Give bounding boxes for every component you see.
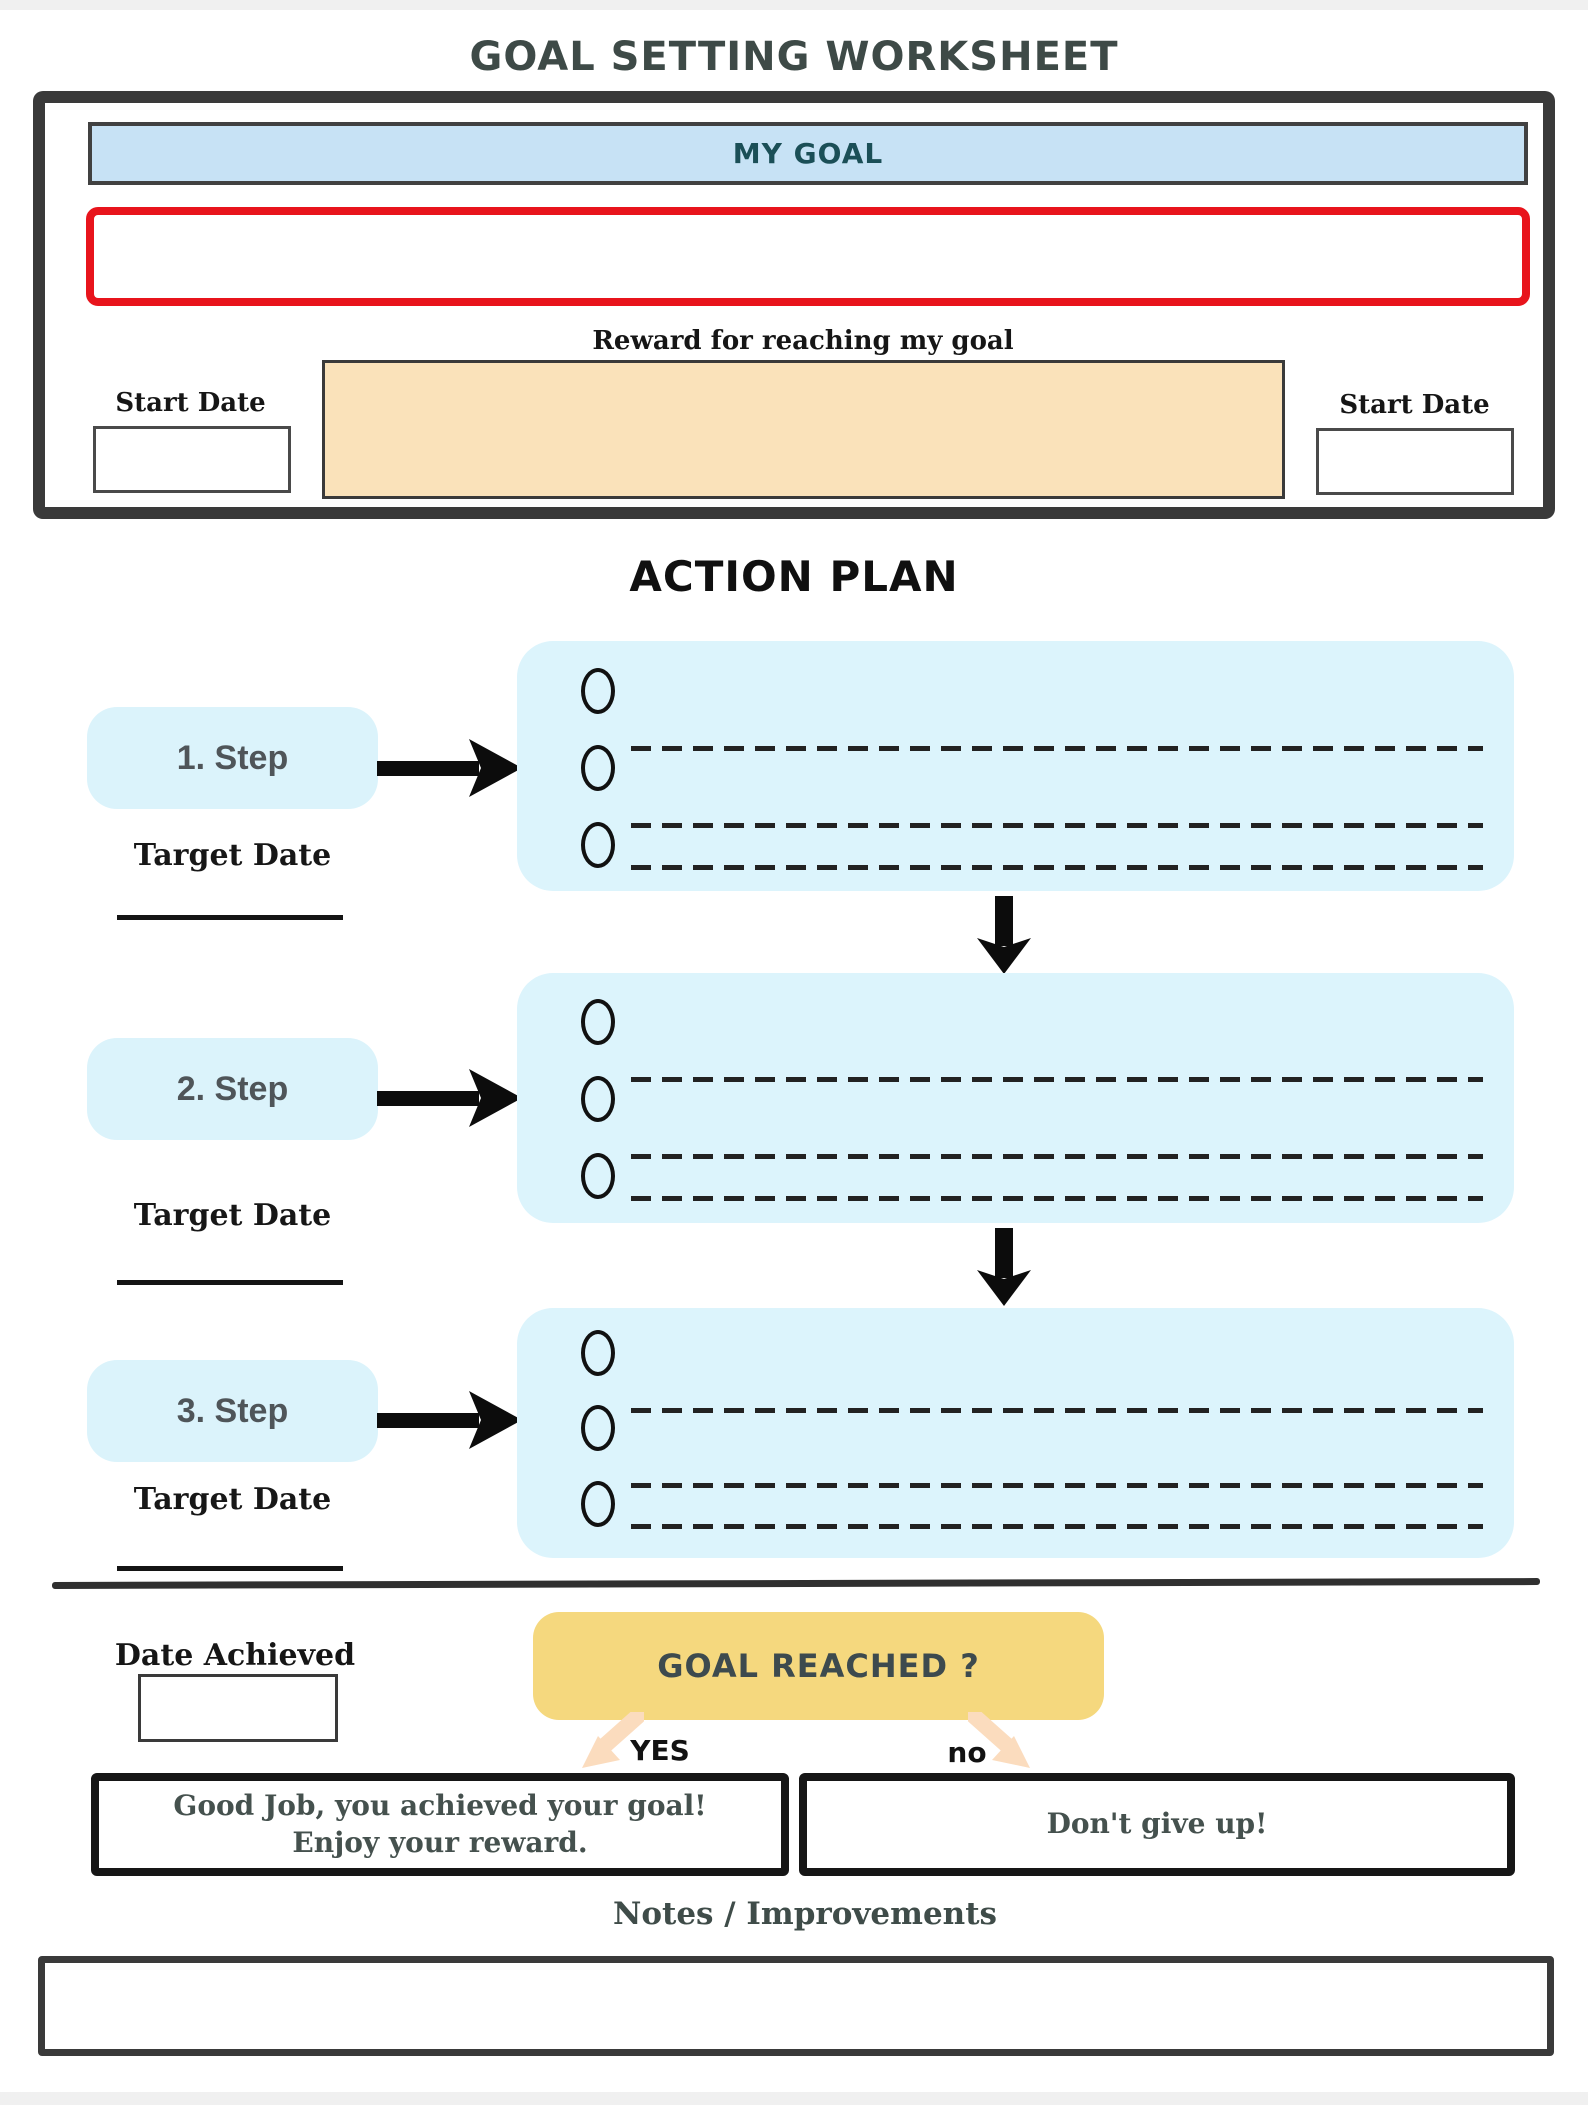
target-date-3-label: Target Date bbox=[133, 1482, 332, 1517]
start-date-right-label: Start Date bbox=[1339, 390, 1490, 420]
bullet-circle[interactable] bbox=[581, 668, 615, 714]
fail-message-box: Don't give up! bbox=[799, 1773, 1515, 1876]
bullet-circle[interactable] bbox=[581, 1153, 615, 1199]
page-bottom-edge bbox=[0, 2092, 1588, 2105]
page-title: GOAL SETTING WORKSHEET bbox=[469, 34, 1119, 80]
action-plan-title: ACTION PLAN bbox=[629, 552, 959, 601]
bullet-circle[interactable] bbox=[581, 1405, 615, 1451]
goal-reached-question: GOAL REACHED ? bbox=[533, 1612, 1104, 1720]
bullet-circle[interactable] bbox=[581, 1330, 615, 1376]
step-2-panel bbox=[517, 973, 1514, 1223]
write-line[interactable] bbox=[631, 746, 1483, 751]
step-3-panel bbox=[517, 1308, 1514, 1558]
right-arrow-icon bbox=[377, 739, 522, 797]
write-line[interactable] bbox=[631, 1196, 1483, 1201]
goal-input-field[interactable] bbox=[86, 207, 1530, 306]
yes-label: YES bbox=[630, 1734, 690, 1767]
reward-label: Reward for reaching my goal bbox=[592, 326, 1014, 356]
bullet-circle[interactable] bbox=[581, 745, 615, 791]
target-date-1-field[interactable] bbox=[117, 915, 343, 920]
step-1-panel bbox=[517, 641, 1514, 891]
reward-input-field[interactable] bbox=[322, 360, 1285, 499]
bullet-circle[interactable] bbox=[581, 822, 615, 868]
start-date-left-label: Start Date bbox=[115, 388, 266, 418]
success-message-box: Good Job, you achieved your goal! Enjoy … bbox=[91, 1773, 789, 1876]
bullet-circle[interactable] bbox=[581, 1481, 615, 1527]
write-line[interactable] bbox=[631, 1524, 1483, 1529]
page-top-edge bbox=[0, 0, 1588, 10]
start-date-right-field[interactable] bbox=[1316, 428, 1514, 495]
step-3-chip: 3. Step bbox=[87, 1360, 378, 1462]
write-line[interactable] bbox=[631, 1483, 1483, 1488]
down-arrow-icon bbox=[977, 1228, 1031, 1306]
no-label: no bbox=[947, 1736, 987, 1769]
no-arrow-icon bbox=[968, 1712, 1030, 1768]
target-date-1-label: Target Date bbox=[133, 838, 332, 873]
right-arrow-icon bbox=[377, 1069, 522, 1127]
write-line[interactable] bbox=[631, 1408, 1483, 1413]
write-line[interactable] bbox=[631, 865, 1483, 870]
write-line[interactable] bbox=[631, 1077, 1483, 1082]
bullet-circle[interactable] bbox=[581, 1076, 615, 1122]
step-2-chip: 2. Step bbox=[87, 1038, 378, 1140]
right-arrow-icon bbox=[377, 1391, 522, 1449]
down-arrow-icon bbox=[977, 896, 1031, 974]
success-message: Good Job, you achieved your goal! Enjoy … bbox=[173, 1788, 706, 1861]
notes-title: Notes / Improvements bbox=[613, 1896, 997, 1932]
target-date-2-label: Target Date bbox=[133, 1198, 332, 1233]
start-date-left-field[interactable] bbox=[93, 426, 291, 493]
date-achieved-field[interactable] bbox=[138, 1674, 338, 1742]
fail-message: Don't give up! bbox=[1046, 1807, 1268, 1841]
date-achieved-label: Date Achieved bbox=[114, 1638, 356, 1673]
target-date-3-field[interactable] bbox=[117, 1566, 343, 1571]
bullet-circle[interactable] bbox=[581, 999, 615, 1045]
success-line-1: Good Job, you achieved your goal! bbox=[173, 1789, 707, 1823]
success-line-2: Enjoy your reward. bbox=[292, 1825, 588, 1859]
write-line[interactable] bbox=[631, 823, 1483, 828]
yes-arrow-icon bbox=[582, 1712, 644, 1768]
my-goal-header: MY GOAL bbox=[88, 122, 1528, 185]
target-date-2-field[interactable] bbox=[117, 1280, 343, 1285]
section-divider bbox=[51, 1578, 1541, 1589]
notes-input-field[interactable] bbox=[38, 1956, 1554, 2056]
write-line[interactable] bbox=[631, 1154, 1483, 1159]
step-1-chip: 1. Step bbox=[87, 707, 378, 809]
